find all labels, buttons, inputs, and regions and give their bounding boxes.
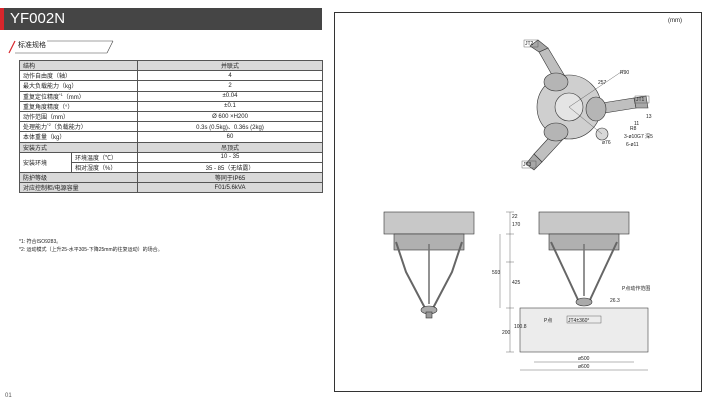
spec-row: 动作范围（mm） Ø 600 ×H200: [19, 110, 323, 123]
spec-label: 防护等级: [19, 172, 138, 184]
label-200: 200: [502, 330, 511, 336]
spec-label: 最大负载能力（kg）: [19, 80, 138, 92]
spec-value: 10 - 35: [137, 151, 323, 163]
spec-label: 本体重量（kg）: [19, 131, 138, 143]
spec-row: 对应控制柜/电源容量 F01/5.6kVA: [19, 182, 323, 194]
label-26-3: 26.3: [610, 298, 620, 304]
side-view-dimensions: [499, 211, 648, 371]
label-holes: 6-ø11: [626, 142, 639, 148]
label-13: 13: [646, 114, 652, 120]
spec-value: ±0.1: [137, 100, 323, 112]
model-title: YF002N: [10, 10, 66, 27]
spec-label: 处理能力*2（负载能力）: [19, 121, 138, 133]
spec-sublabel: 环境温度（℃）: [71, 151, 138, 163]
label-257: 257: [598, 80, 607, 86]
label-d500: ø500: [578, 356, 590, 362]
label-jt4: JT4±360°: [568, 318, 589, 324]
label-jt1: JT1: [636, 97, 645, 103]
accent-bar: [0, 8, 4, 30]
page-number: 01: [5, 393, 12, 399]
spec-label: 重复定位精度*1（mm）: [19, 90, 138, 102]
spec-row: 动作自由度（轴） 4: [19, 70, 323, 82]
spec-value: 吊顶式: [137, 141, 323, 153]
spec-label: 结构: [19, 59, 138, 72]
spec-row: 结构 并联式: [19, 59, 323, 72]
footnotes: *1: 符合ISO9283。 *2: 运动模式（上升25-水平305-下降25m…: [19, 238, 163, 254]
label-r8: R8: [630, 126, 637, 132]
label-d76: ø76: [602, 140, 611, 146]
label-425: 425: [512, 280, 521, 286]
label-11: 11: [634, 121, 639, 127]
spec-row: 防护等级 等同于IP65: [19, 172, 323, 184]
label-d600: ø600: [578, 364, 590, 370]
label-bolt: 3-ø10G7 深5: [624, 133, 653, 140]
footnote: *1: 符合ISO9283。: [19, 239, 62, 245]
spec-row: 最大负载能力（kg） 2: [19, 80, 323, 92]
spec-table: 结构 并联式 动作自由度（轴） 4 最大负载能力（kg） 2 重复定位精度*1（…: [19, 59, 323, 194]
spec-value: 0.3s (0.5kg)、0.36s (2kg): [137, 121, 323, 133]
top-view: [525, 39, 649, 171]
spec-label: 重复角度精度（°）: [19, 100, 138, 112]
label-r90: R90: [620, 70, 629, 76]
spec-row: 重复角度精度（°） ±0.1: [19, 100, 323, 112]
spec-value: 35 - 85（无结露）: [137, 161, 323, 174]
label-p-range: P点动作范围: [622, 285, 650, 292]
label-593: 593: [492, 270, 501, 276]
section-tag-frame: [8, 40, 114, 54]
spec-label: 动作自由度（轴）: [19, 70, 138, 82]
spec-sublabel: 相对湿度（%）: [71, 161, 138, 174]
spec-value: 60: [137, 131, 323, 143]
robot-drawings: JT2 JT1 JT3 R90 257 13 11 R8 3-ø10G7 深5 …: [383, 39, 653, 371]
top-view-dimensions: [521, 39, 650, 169]
label-jt3: JT3: [523, 162, 532, 168]
spec-row: 安装方式 吊顶式: [19, 141, 323, 153]
spec-row: 本体重量（kg） 60: [19, 131, 323, 143]
label-100-8: 100.8: [514, 324, 527, 330]
section-tag: 标准规格: [18, 41, 46, 49]
spec-value: 并联式: [137, 59, 323, 72]
spec-row: 处理能力*2（负载能力） 0.3s (0.5kg)、0.36s (2kg): [19, 121, 323, 133]
page-header: YF002N: [0, 8, 322, 30]
side-view-left: [383, 211, 475, 319]
label-22: 22: [512, 214, 518, 220]
top-view-labels: JT2 JT1 JT3 R90 257 13 11 R8 3-ø10G7 深5 …: [523, 41, 653, 168]
side-view-right: [519, 211, 649, 353]
spec-value: ±0.04: [137, 90, 323, 102]
label-jt2: JT2: [525, 41, 534, 47]
spec-label: 安装环境: [19, 151, 72, 174]
spec-value: 等同于IP65: [137, 172, 323, 184]
spec-row: 重复定位精度*1（mm） ±0.04: [19, 90, 323, 102]
spec-value: Ø 600 ×H200: [137, 110, 323, 123]
spec-value: F01/5.6kVA: [137, 182, 323, 194]
spec-label: 对应控制柜/电源容量: [19, 182, 138, 194]
side-view-labels: 22 170 425 593 200 100.8 ø500 ø600 P点动作范…: [492, 214, 650, 370]
label-p-point: P点: [544, 318, 552, 324]
footnote: *2: 运动模式（上升25-水平305-下降25mm的往复运动）的场合。: [19, 247, 163, 253]
spec-label: 安装方式: [19, 141, 138, 153]
unit-label: (mm): [668, 18, 682, 24]
spec-label: 动作范围（mm）: [19, 110, 138, 123]
spec-row: 安装环境 环境温度（℃） 10 - 35: [19, 151, 323, 174]
label-170: 170: [512, 222, 521, 228]
spec-value: 4: [137, 70, 323, 82]
spec-value: 2: [137, 80, 323, 92]
